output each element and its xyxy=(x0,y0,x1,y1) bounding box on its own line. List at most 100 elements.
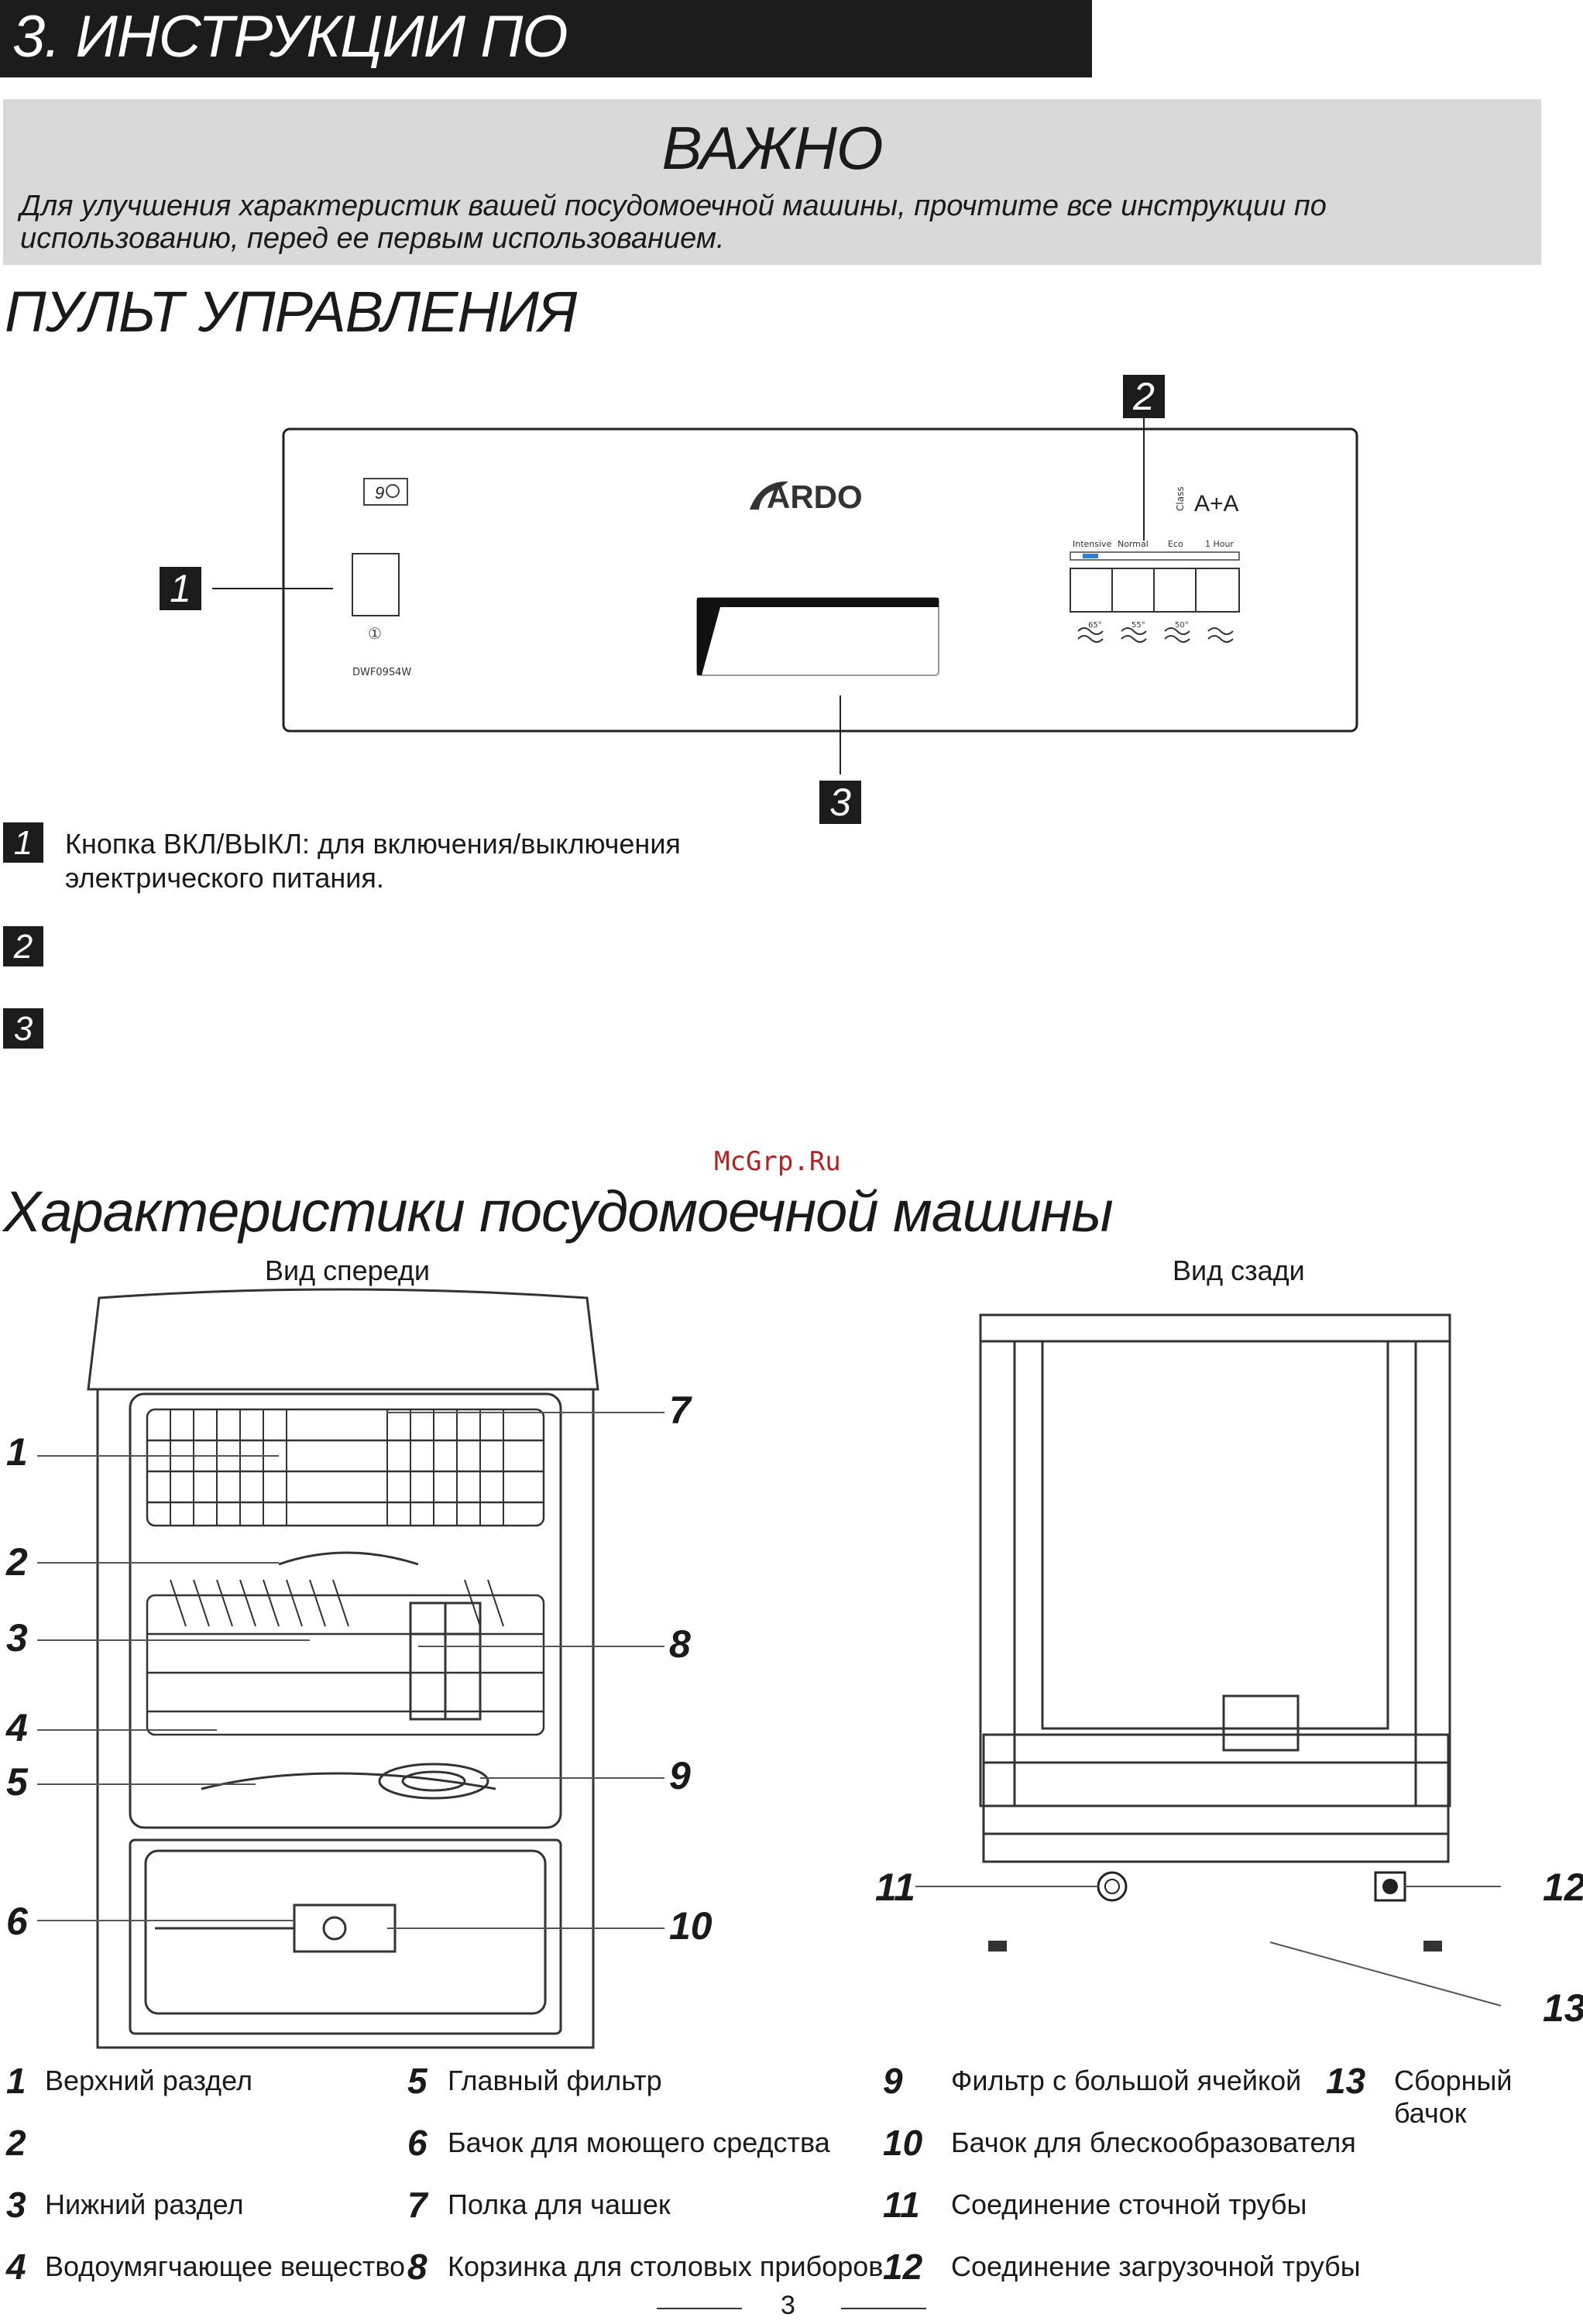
front-callout: 6 xyxy=(6,1900,28,1943)
display-window xyxy=(696,597,939,676)
legend-num: 3 xyxy=(6,2185,26,2225)
program-temp: 55° xyxy=(1131,621,1145,630)
callout-1: 1 xyxy=(160,567,201,610)
legend-num: 11 xyxy=(883,2185,920,2225)
rear-callout: 11 xyxy=(875,1866,915,1909)
callout-3: 3 xyxy=(819,781,861,824)
coarse-filter xyxy=(378,1763,489,1800)
rear-rail xyxy=(982,1733,1450,1764)
section-title: 3. ИНСТРУКЦИИ ПО ИСПОЛЬЗОВАНИЮ xyxy=(0,0,1092,144)
legend-num: 4 xyxy=(6,2247,26,2287)
upper-rack-tines xyxy=(170,1409,504,1526)
legend-num: 5 xyxy=(407,2061,428,2101)
program-temp: 65° xyxy=(1088,621,1102,630)
rear-top-panel xyxy=(979,1313,1451,1343)
control-panel-outline xyxy=(282,427,1358,733)
footer-rule-right xyxy=(841,2308,926,2309)
legend-text: Соединение сточной трубы xyxy=(951,2188,1307,2220)
front-callout: 4 xyxy=(6,1706,28,1749)
legend-text: Главный фильтр xyxy=(448,2065,662,2096)
callout-2: 2 xyxy=(1123,375,1165,418)
front-callout: 10 xyxy=(669,1904,713,1948)
upper-spray-arm xyxy=(278,1551,419,1566)
program-label: Normal xyxy=(1118,539,1149,549)
desc-num-3: 3 xyxy=(3,1008,43,1049)
front-callout: 8 xyxy=(669,1622,691,1666)
program-label: Intensive xyxy=(1073,539,1112,549)
legend-text: Нижний раздел xyxy=(45,2188,244,2220)
program-indicator-led xyxy=(1083,554,1098,558)
lower-rack xyxy=(146,1594,545,1736)
upper-rack xyxy=(146,1408,545,1527)
capacity-badge-icon: 9 xyxy=(363,478,408,506)
rear-view-label: Вид сзади xyxy=(1173,1255,1305,1286)
program-labels: Intensive Normal Eco 1 Hour xyxy=(1073,539,1234,549)
energy-class-label: Class xyxy=(1175,486,1186,511)
legend-num: 8 xyxy=(407,2247,428,2287)
legend-text: Бачок для блескообразователя xyxy=(951,2127,1356,2158)
legend-num: 10 xyxy=(883,2123,923,2163)
legend-num: 6 xyxy=(407,2123,428,2163)
footer-rule-left xyxy=(657,2308,742,2309)
legend-num: 12 xyxy=(883,2247,923,2287)
legend-text: Верхний раздел xyxy=(45,2065,252,2096)
leader-line xyxy=(1269,1941,1502,2006)
rear-callout: 13 xyxy=(1543,1986,1583,2030)
model-label: DWF09S4W xyxy=(352,667,411,678)
legend-text: Полка для чашек xyxy=(448,2188,671,2220)
program-label: Eco xyxy=(1168,539,1183,549)
door-outline xyxy=(129,1838,562,2035)
quick-wash-icon xyxy=(1207,627,1234,635)
control-panel-diagram: 9 ① DWF09S4W ARDO Class A+A Intensive No… xyxy=(212,417,1358,774)
program-icons xyxy=(1077,627,1234,643)
lower-rack-tines xyxy=(170,1579,504,1627)
rear-view-diagram xyxy=(915,1313,1502,2006)
normal-wash-icon xyxy=(1121,627,1147,635)
power-symbol-icon: ① xyxy=(368,624,382,643)
top-housing xyxy=(87,1288,599,1391)
front-callout: 3 xyxy=(6,1616,28,1660)
control-panel-heading: ПУЛЬТ УПРАВЛЕНИЯ xyxy=(5,280,577,344)
desc-num-2: 2 xyxy=(3,926,43,966)
program-indicator-strip xyxy=(1070,551,1240,561)
foot xyxy=(1423,1941,1442,1952)
legend-text: Фильтр с большой ячейкой xyxy=(951,2065,1302,2096)
front-callout: 5 xyxy=(6,1760,28,1804)
watermark: McGrp.Ru xyxy=(714,1146,841,1177)
front-callout: 2 xyxy=(6,1540,28,1584)
capacity-badge-value: 9 xyxy=(375,483,384,503)
rear-bottom-tray xyxy=(982,1832,1450,1863)
cabinet-outline xyxy=(96,1388,595,2049)
eco-wash-icon xyxy=(1164,627,1190,635)
rear-inner-frame xyxy=(1041,1340,1389,1730)
program-label: 1 Hour xyxy=(1205,539,1234,549)
important-text: Для улучшения характеристик вашей посудо… xyxy=(20,190,1327,255)
front-callout: 1 xyxy=(6,1430,28,1474)
program-button xyxy=(1195,568,1240,613)
power-button xyxy=(352,553,400,616)
legend-num: 1 xyxy=(6,2061,26,2101)
front-view-diagram xyxy=(37,1288,664,2049)
page-number: 3 xyxy=(781,2291,795,2320)
legend-num: 7 xyxy=(407,2185,428,2225)
rear-center-bracket xyxy=(1222,1694,1300,1752)
legend-text: Водоумягчающее вещество xyxy=(45,2250,406,2282)
program-button xyxy=(1111,568,1155,613)
energy-class-value: A+A xyxy=(1194,491,1239,517)
door-inner xyxy=(144,1849,547,2015)
program-buttons xyxy=(1070,568,1240,613)
important-notice: ВАЖНО Для улучшения характеристик вашей … xyxy=(3,99,1541,265)
legend-text: Сборный бачок xyxy=(1394,2065,1513,2129)
legend-text: Корзинка для столовых приборов xyxy=(448,2250,884,2282)
rear-frame-outline xyxy=(979,1340,1451,1807)
drain-connection-icon xyxy=(1097,1871,1128,1902)
legend-num: 2 xyxy=(6,2123,26,2163)
foot xyxy=(988,1941,1007,1952)
features-heading: Характеристики посудомоечной машины xyxy=(3,1179,1114,1244)
front-callout: 9 xyxy=(669,1754,691,1797)
program-button xyxy=(1153,568,1197,613)
front-view-label: Вид спереди xyxy=(265,1255,431,1286)
rear-callout: 12 xyxy=(1543,1866,1583,1909)
legend-text: Соединение загрузочной трубы xyxy=(951,2250,1361,2282)
front-callout: 7 xyxy=(669,1389,691,1432)
